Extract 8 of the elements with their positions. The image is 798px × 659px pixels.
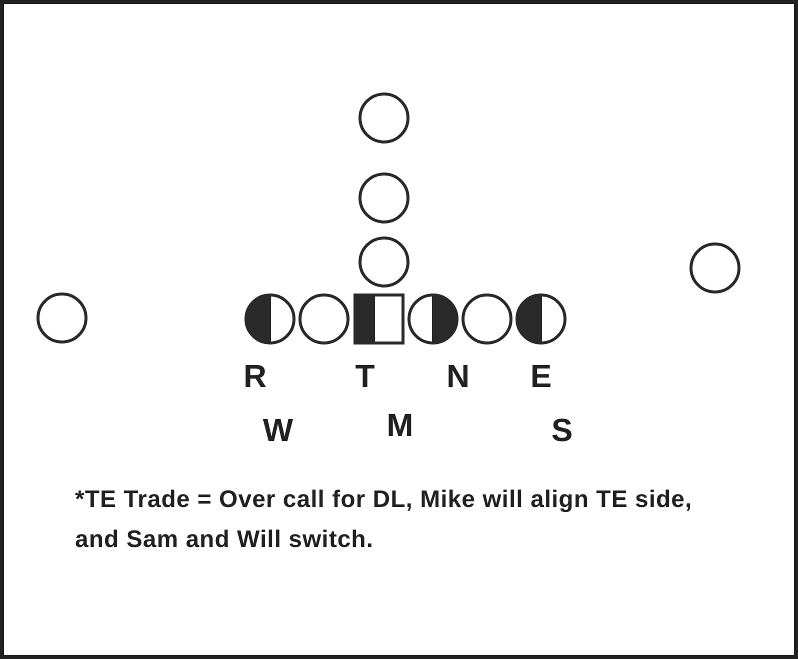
position-letter: T (355, 360, 375, 392)
position-letter: S (551, 414, 573, 446)
position-letter: W (262, 414, 294, 446)
position-letter: E (530, 360, 552, 392)
position-letter: R (243, 360, 267, 392)
position-letter: N (446, 360, 470, 392)
position-letter: M (386, 409, 414, 441)
note-text: *TE Trade = Over call for DL, Mike will align TE side, and Sam and Will switch. (75, 485, 694, 555)
